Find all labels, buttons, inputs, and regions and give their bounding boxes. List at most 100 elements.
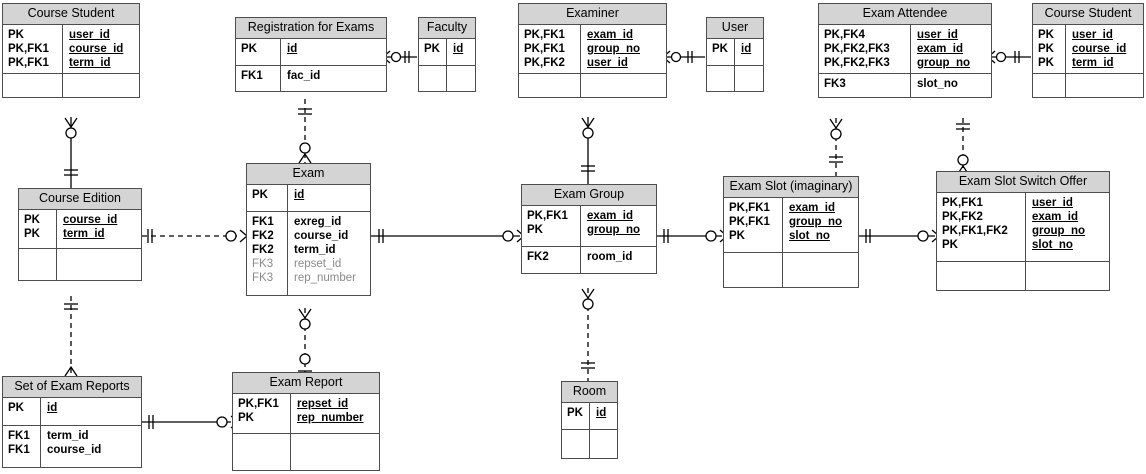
entity-course-edition[interactable]: Course Edition PK PK course_id term_id <box>18 188 142 281</box>
key-label: PK,FK1,FK2 <box>942 225 1008 237</box>
attribute: exam_id <box>789 202 836 214</box>
attribute: term_id <box>1072 57 1114 69</box>
attribute: course_id <box>63 214 118 226</box>
key-label: PK,FK1 <box>729 216 770 228</box>
pk-section: PK id <box>247 185 370 211</box>
pk-section: PK,FK1 PK,FK1 PK,FK2 exam_id group_no us… <box>519 25 666 73</box>
entity-title: User <box>707 18 763 39</box>
key-label: PK <box>424 43 440 55</box>
attribute: slot_no <box>917 78 958 90</box>
attribute: term_id <box>69 57 111 69</box>
attribute-section: FK1 FK1 term_id course_id <box>3 425 141 467</box>
attribute: exreg_id <box>294 216 342 228</box>
entity-user[interactable]: User PK id <box>706 17 764 92</box>
key-label: PK,FK4 <box>824 29 865 41</box>
key-label: FK2 <box>252 244 274 256</box>
entity-title: Room <box>562 382 617 403</box>
attribute: rep_number <box>297 412 364 424</box>
pk-section: PK PK course_id term_id <box>19 210 141 248</box>
attribute: rep_number <box>294 272 357 284</box>
key-label: PK <box>24 214 40 226</box>
key-label: PK,FK1 <box>8 57 49 69</box>
attribute: group_no <box>917 57 971 69</box>
attribute-section-empty <box>562 429 617 458</box>
key-label: PK <box>238 412 254 424</box>
key-label: PK <box>712 43 728 55</box>
attribute: user_id <box>69 29 110 41</box>
entity-title: Exam Report <box>233 373 379 394</box>
attribute: id <box>741 43 752 55</box>
attribute: exam_id <box>587 210 634 222</box>
entity-room[interactable]: Room PK id <box>561 381 618 459</box>
attribute: group_no <box>587 43 641 55</box>
attribute-section-empty <box>3 73 139 97</box>
attribute-section: FK2 room_id <box>522 246 656 273</box>
entity-set-of-exam-reports[interactable]: Set of Exam Reports PK id FK1 FK1 term_i… <box>2 376 142 468</box>
attribute: id <box>294 189 305 201</box>
key-label: FK3 <box>252 272 274 284</box>
attribute: term_id <box>294 244 336 256</box>
pk-section: PK,FK1 PK exam_id group_no <box>522 206 656 246</box>
attribute-section-empty <box>19 248 141 280</box>
attribute: group_no <box>1032 225 1086 237</box>
entity-title: Exam Slot Switch Offer <box>937 172 1109 193</box>
attribute: user_id <box>587 57 628 69</box>
pk-section: PK PK PK user_id course_id term_id <box>1033 25 1143 73</box>
attribute: id <box>453 43 464 55</box>
key-label: PK <box>1038 29 1054 41</box>
attribute: slot_no <box>1032 239 1073 251</box>
pk-section: PK,FK4 PK,FK2,FK3 PK,FK2,FK3 user_id exa… <box>819 25 991 73</box>
key-label: PK <box>8 29 24 41</box>
pk-section: PK,FK1 PK,FK2 PK,FK1,FK2 PK user_id exam… <box>937 193 1109 261</box>
entity-exam[interactable]: Exam PK id FK1 FK2 FK2 FK3 FK3 exreg_id … <box>246 163 371 296</box>
entity-title: Exam Group <box>522 185 656 206</box>
entity-course-student-left[interactable]: Course Student PK PK,FK1 PK,FK1 user_id … <box>2 3 140 98</box>
attribute: fac_id <box>287 70 321 82</box>
attribute: user_id <box>1072 29 1113 41</box>
attribute: term_id <box>63 228 105 240</box>
pk-section: PK id <box>3 398 141 425</box>
key-label: PK <box>1038 57 1054 69</box>
entity-faculty[interactable]: Faculty PK id <box>418 17 476 92</box>
attribute: id <box>596 407 607 419</box>
key-label: FK1 <box>241 70 263 82</box>
attribute-section-empty <box>707 65 763 91</box>
entity-title: Examiner <box>519 4 666 25</box>
entity-exam-slot-switch-offer[interactable]: Exam Slot Switch Offer PK,FK1 PK,FK2 PK,… <box>936 171 1110 291</box>
attribute-section: FK1 FK2 FK2 FK3 FK3 exreg_id course_id t… <box>247 211 370 295</box>
key-label: PK <box>252 189 268 201</box>
pk-section: PK,FK1 PK,FK1 PK exam_id group_no slot_n… <box>724 198 858 252</box>
pk-section: PK,FK1 PK repset_id rep_number <box>233 394 379 433</box>
attribute-section-empty <box>419 65 475 91</box>
entity-title: Registration for Exams <box>236 18 386 39</box>
entity-examiner[interactable]: Examiner PK,FK1 PK,FK1 PK,FK2 exam_id gr… <box>518 3 667 98</box>
attribute: course_id <box>294 230 349 242</box>
entity-course-student-right[interactable]: Course Student PK PK PK user_id course_i… <box>1032 3 1144 98</box>
key-label: PK,FK1 <box>524 43 565 55</box>
entity-title: Set of Exam Reports <box>3 377 141 398</box>
attribute-section-empty <box>519 73 666 97</box>
attribute: exam_id <box>917 43 964 55</box>
entity-registration-for-exams[interactable]: Registration for Exams PK id FK1 fac_id <box>235 17 387 92</box>
attribute: course_id <box>69 43 124 55</box>
key-label: FK3 <box>252 258 274 270</box>
entity-title: Exam <box>247 164 370 185</box>
key-label: PK,FK1 <box>942 197 983 209</box>
entity-title: Course Edition <box>19 189 141 210</box>
key-label: PK <box>241 43 257 55</box>
pk-section: PK id <box>562 403 617 429</box>
entity-exam-group[interactable]: Exam Group PK,FK1 PK exam_id group_no FK… <box>521 184 657 274</box>
entity-exam-report[interactable]: Exam Report PK,FK1 PK repset_id rep_numb… <box>232 372 380 471</box>
key-label: PK <box>1038 43 1054 55</box>
key-label: PK,FK1 <box>527 210 568 222</box>
attribute: id <box>47 402 58 414</box>
pk-section: PK id <box>419 39 475 65</box>
entity-exam-attendee[interactable]: Exam Attendee PK,FK4 PK,FK2,FK3 PK,FK2,F… <box>818 3 992 98</box>
attribute-section-empty <box>724 252 858 287</box>
entity-title: Course Student <box>1033 4 1143 25</box>
entity-exam-slot[interactable]: Exam Slot (imaginary) PK,FK1 PK,FK1 PK e… <box>723 176 859 288</box>
pk-section: PK id <box>707 39 763 65</box>
key-label: PK,FK2,FK3 <box>824 57 890 69</box>
